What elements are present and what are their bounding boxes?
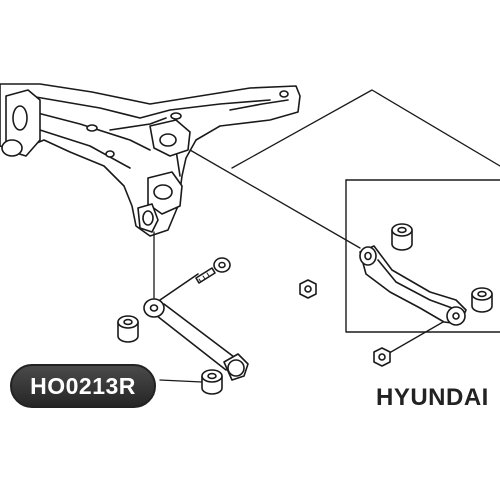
nut-icon — [299, 279, 317, 299]
upper-control-arm — [359, 245, 467, 326]
leader-lines — [153, 89, 500, 383]
bolt-icon — [195, 257, 231, 284]
bushing-icon — [117, 315, 139, 343]
bushing-icon — [391, 223, 413, 251]
bushing-icon — [201, 369, 223, 395]
part-number-badge: HO0213R — [10, 364, 156, 408]
lower-link — [143, 273, 249, 381]
nut-icon — [373, 347, 391, 367]
brand-label: HYUNDAI — [376, 384, 489, 411]
bushing-icon — [471, 287, 493, 313]
part-number: HO0213R — [30, 372, 136, 399]
rear-subframe — [0, 83, 301, 237]
detail-frame — [345, 179, 500, 333]
